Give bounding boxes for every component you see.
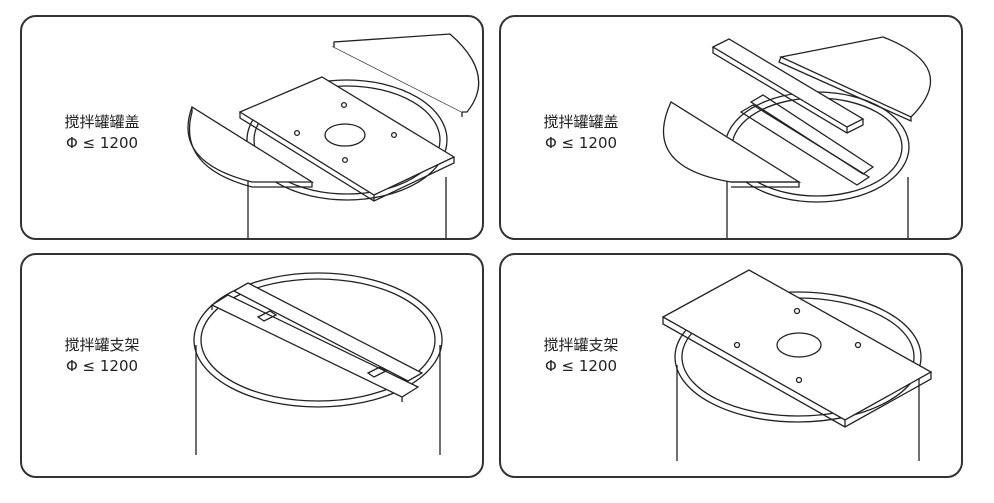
panel-title: 搅拌罐支架 (543, 336, 619, 354)
panel-spec: Φ ≤ 1200 (65, 357, 139, 375)
panel-tank-support-plate: 搅拌罐支架 Φ ≤ 1200 (499, 253, 963, 478)
panel-tank-lid-three-piece: 搅拌罐罐盖 Φ ≤ 1200 (499, 15, 963, 240)
tank-support-plate-illustration (501, 255, 961, 476)
panel-caption: 搅拌罐罐盖 Φ ≤ 1200 (521, 112, 641, 154)
panel-title: 搅拌罐支架 (64, 336, 140, 354)
panel-caption: 搅拌罐支架 Φ ≤ 1200 (42, 335, 162, 377)
panel-title: 搅拌罐罐盖 (64, 113, 140, 131)
panel-tank-support-frame: 搅拌罐支架 Φ ≤ 1200 (20, 253, 484, 478)
panel-tank-lid-two-halves: 搅拌罐罐盖 Φ ≤ 1200 (20, 15, 484, 240)
panel-spec: Φ ≤ 1200 (544, 357, 618, 375)
panel-caption: 搅拌罐支架 Φ ≤ 1200 (521, 335, 641, 377)
panel-spec: Φ ≤ 1200 (65, 134, 139, 152)
tank-support-frame-illustration (22, 255, 482, 476)
panel-spec: Φ ≤ 1200 (544, 134, 618, 152)
panel-title: 搅拌罐罐盖 (543, 113, 619, 131)
tank-lid-three-piece-illustration (501, 17, 961, 238)
panel-caption: 搅拌罐罐盖 Φ ≤ 1200 (42, 112, 162, 154)
tank-lid-two-halves-illustration (22, 17, 482, 238)
